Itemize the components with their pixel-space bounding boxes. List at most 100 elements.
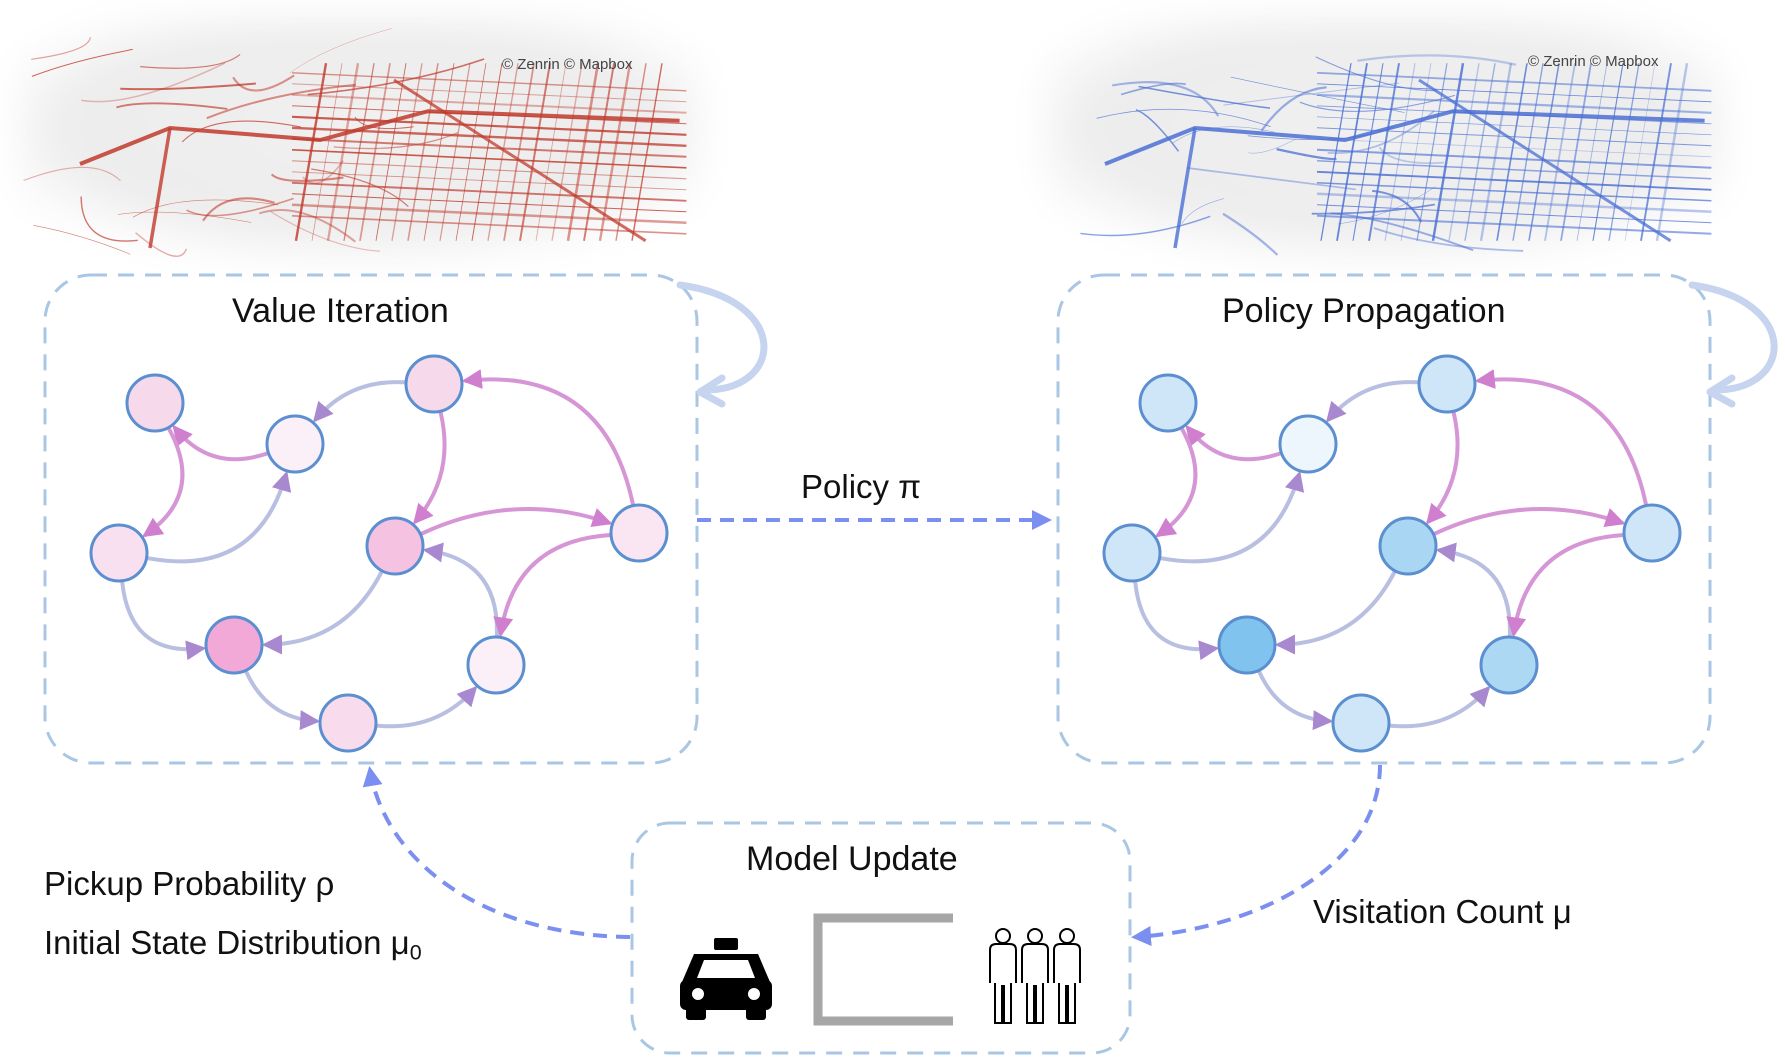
- graph-node: [318, 693, 378, 753]
- map-street: [140, 53, 241, 69]
- graph-edge: [1159, 470, 1305, 564]
- map-street: [259, 209, 356, 243]
- model-update-box: [630, 821, 1132, 1055]
- graph-edge: [420, 507, 613, 536]
- graph-node: [466, 635, 526, 695]
- self-loop-left: [676, 281, 768, 394]
- graph-edge: [1257, 670, 1334, 731]
- taxi-icon: [680, 938, 772, 1020]
- map-street: [1320, 63, 1352, 241]
- map-left: [20, 20, 700, 260]
- map-street: [1316, 71, 1712, 92]
- graph-node: [265, 414, 325, 474]
- map-street: [120, 82, 256, 91]
- map-street: [117, 211, 252, 223]
- initial-state-subscript: 0: [409, 940, 422, 965]
- map-street: [1624, 63, 1656, 241]
- map-street: [186, 197, 294, 217]
- graph-edge: [142, 427, 185, 538]
- map-right: [1045, 20, 1725, 260]
- graph-edge: [172, 424, 269, 462]
- graph-node: [609, 503, 669, 563]
- policy-propagation-graph: [1102, 354, 1682, 753]
- map-street: [1316, 93, 1712, 114]
- map-arterial: [1104, 109, 1705, 166]
- map-street: [307, 58, 485, 96]
- graph-edge: [422, 542, 499, 637]
- map-street: [1608, 63, 1640, 241]
- map-street: [1431, 63, 1465, 241]
- map-street: [1416, 63, 1448, 241]
- graph-edge: [1133, 580, 1220, 661]
- graph-node: [1278, 414, 1338, 474]
- visitation-count-label: Visitation Count μ: [1313, 893, 1572, 930]
- map-street: [1181, 198, 1224, 224]
- map-street: [1186, 167, 1356, 191]
- graph-edge: [413, 411, 447, 525]
- map-street: [1311, 203, 1436, 215]
- graph-edge: [1426, 411, 1460, 525]
- graph-node: [1622, 503, 1682, 563]
- map-street: [1560, 63, 1592, 241]
- map-street: [311, 168, 409, 208]
- map-arterial: [393, 78, 647, 243]
- map-street: [598, 63, 632, 241]
- map-street: [1592, 63, 1624, 241]
- graph-node: [1138, 373, 1198, 433]
- graph-node: [365, 516, 425, 576]
- map-street: [291, 171, 687, 191]
- map-street: [615, 63, 647, 241]
- self-loop-right-head: [1706, 374, 1736, 408]
- map-street: [81, 62, 226, 103]
- policy-propagation-box: [1056, 273, 1712, 765]
- map-street: [291, 137, 687, 158]
- pickup-probability-label: Pickup Probability ρ: [44, 865, 335, 902]
- map-street: [359, 63, 391, 241]
- map-street: [1223, 82, 1400, 106]
- map-street: [333, 132, 459, 150]
- bracket-icon: [813, 913, 953, 1026]
- map-street: [1357, 54, 1517, 66]
- map-street: [291, 181, 687, 202]
- map-street: [487, 63, 519, 241]
- map-street: [135, 232, 188, 257]
- graph-edge: [375, 685, 478, 729]
- map-street: [291, 149, 687, 169]
- map-street: [1316, 83, 1712, 103]
- map-street: [291, 83, 687, 103]
- map-street: [1315, 56, 1438, 92]
- map-street: [1135, 109, 1180, 152]
- map-street: [1316, 148, 1712, 169]
- map-street: [1316, 204, 1712, 224]
- graph-edge: [1506, 533, 1625, 638]
- map-street: [471, 63, 503, 241]
- map-street: [270, 211, 381, 252]
- map-street: [391, 63, 423, 241]
- map-street: [375, 63, 407, 241]
- map-street: [1378, 146, 1445, 165]
- map-street: [1373, 227, 1524, 252]
- graph-edge: [493, 533, 612, 638]
- map-street: [1544, 63, 1576, 241]
- graph-edge: [1474, 369, 1648, 506]
- map-street: [1120, 82, 1187, 96]
- map-street: [291, 203, 687, 225]
- graph-edge: [1185, 424, 1282, 462]
- map-street: [202, 197, 275, 222]
- map-street: [31, 48, 133, 77]
- map-street: [1316, 192, 1712, 214]
- map-street: [1316, 170, 1712, 191]
- map-street: [1138, 85, 1271, 109]
- graph-edge: [1388, 685, 1491, 729]
- graph-edge: [146, 470, 292, 564]
- map-street: [1400, 63, 1432, 241]
- map-street: [1372, 189, 1423, 223]
- map-street: [1316, 214, 1712, 235]
- graph-edge: [461, 369, 635, 506]
- graph-node: [1378, 516, 1438, 576]
- map-arterial: [1418, 78, 1672, 243]
- value-iteration-graph: [89, 354, 669, 753]
- value-iteration-title: Value Iteration: [232, 292, 449, 330]
